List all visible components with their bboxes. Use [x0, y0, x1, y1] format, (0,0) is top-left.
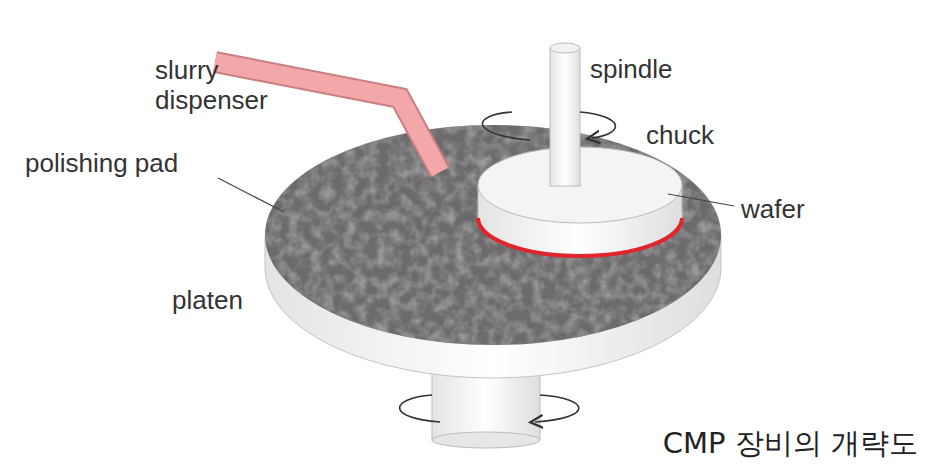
- dispenser-outline: [215, 62, 440, 172]
- rotation-arrow: [535, 395, 579, 422]
- polishing-pad: [265, 125, 721, 345]
- wafer: [478, 218, 682, 256]
- spindle-end: [550, 43, 580, 53]
- leader-line: [668, 194, 734, 206]
- caption: CMP 장비의 개략도: [663, 428, 918, 458]
- rotation-arrow: [580, 112, 615, 138]
- part-label: wafer: [741, 194, 805, 224]
- rotation-arrow: [482, 112, 530, 140]
- lower-spindle-end: [432, 432, 540, 448]
- upper-spindle: [550, 48, 580, 186]
- part-label: polishing pad: [25, 148, 178, 178]
- slurry-dispenser: [215, 62, 440, 172]
- part-label: chuck: [646, 120, 714, 150]
- part-label: slurry dispenser: [155, 55, 295, 115]
- pad-texture: [265, 125, 721, 345]
- leader-line: [218, 178, 284, 212]
- part-label: platen: [172, 285, 243, 315]
- rotation-arrow: [400, 395, 440, 422]
- part-label: spindle: [590, 54, 672, 84]
